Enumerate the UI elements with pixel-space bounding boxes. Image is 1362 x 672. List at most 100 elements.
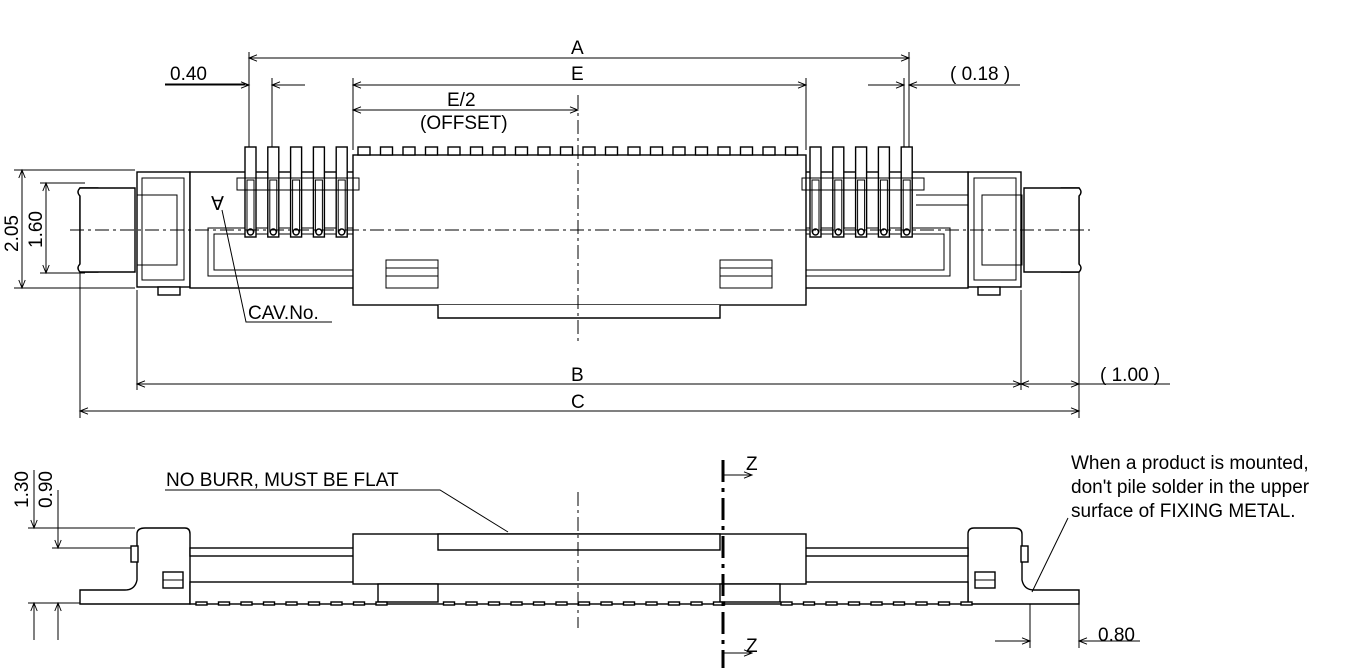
side-terminal-tick [645, 601, 658, 606]
actuator-tooth [649, 146, 664, 156]
left-fixing-metal [77, 171, 191, 296]
solder-note-line-1: When a product is mounted, [1071, 453, 1309, 474]
terminal-bar [801, 177, 925, 191]
dim-e-label: E [571, 64, 584, 85]
actuator [352, 146, 807, 319]
actuator-tooth [379, 146, 394, 156]
terminal [854, 146, 868, 238]
dimension-lines [18, 54, 1170, 415]
terminal [335, 146, 348, 238]
side-body [79, 527, 1080, 606]
terminal [267, 146, 280, 238]
side-terminal-tick [892, 601, 906, 606]
side-terminal-tick [352, 601, 366, 606]
actuator-tooth [694, 146, 709, 156]
actuator-tooth [357, 146, 371, 156]
actuator-tooth [739, 146, 754, 156]
height-outer-label: 2.05 [2, 215, 23, 252]
dim-b-label: B [571, 365, 584, 386]
section-top-label: Z [746, 454, 758, 475]
terminal [809, 146, 822, 238]
side-dimension-lines [30, 470, 1140, 645]
terminal-width-label: ( 0.18 ) [950, 64, 1010, 85]
side-terminal-tick [240, 601, 253, 606]
side-terminal-tick [532, 601, 546, 606]
side-terminal-tick [667, 601, 681, 606]
side-terminal-tick [262, 601, 276, 606]
solder-leader [1031, 517, 1069, 593]
side-terminal-tick [330, 601, 343, 606]
terminal-contact [857, 228, 865, 236]
height-inner-label: 1.60 [26, 211, 47, 248]
side-terminal-tick [555, 601, 568, 606]
side-terminal-tick [915, 601, 928, 606]
actuator-tooth [604, 146, 619, 156]
side-terminal-tick [487, 601, 501, 606]
side-terminal-tick [465, 601, 478, 606]
solder-note-line-2: don't pile solder in the upper [1071, 477, 1310, 498]
side-terminal-tick [307, 601, 321, 606]
cav-label: CAV.No. [248, 303, 319, 324]
actuator-tooth [469, 146, 484, 156]
side-terminal-tick [960, 601, 973, 606]
actuator-tooth [582, 146, 596, 156]
side-terminal-tick [847, 601, 861, 606]
dim-c-label: C [571, 392, 585, 413]
actuator-tooth [402, 146, 416, 156]
actuator-tooth [672, 146, 686, 156]
cav-leader [221, 209, 332, 323]
terminal [244, 146, 257, 238]
actuator-tooth [559, 146, 574, 156]
terminal [877, 146, 891, 238]
burr-note: NO BURR, MUST BE FLAT [166, 470, 399, 491]
terminal [900, 146, 913, 238]
terminal [312, 146, 326, 238]
offset-label: (OFFSET) [420, 113, 508, 134]
top-view: A E E/2 (OFFSET) 0.40 ( 0.18 ) 2.05 1.60… [2, 38, 1170, 418]
pitch-label: 0.40 [170, 64, 207, 85]
right-fixing-metal [967, 171, 1082, 296]
side-terminal-tick [870, 601, 883, 606]
actuator-tooth [514, 146, 529, 156]
side-terminal-tick [780, 601, 793, 606]
burr-leader [165, 489, 509, 533]
actuator-tooth [762, 146, 776, 156]
actuator-tooth [424, 146, 439, 156]
side-terminal-tick [195, 601, 208, 606]
actuator-tooth [447, 146, 461, 156]
actuator-tooth [784, 146, 799, 156]
side-terminal-tick [442, 601, 456, 606]
foot-dim-label: 0.80 [1098, 625, 1135, 646]
extension-lines [14, 52, 1080, 418]
side-terminal-tick [825, 601, 838, 606]
cav-mark: ∀ [211, 194, 224, 215]
actuator-tooth [627, 146, 641, 156]
side-terminal-tick [690, 601, 703, 606]
side-terminal-tick [375, 601, 388, 606]
terminal-bar [236, 177, 360, 191]
height-body-label: 0.90 [36, 471, 57, 508]
solder-note-line-3: surface of FIXING METAL. [1071, 501, 1296, 522]
terminal [289, 146, 303, 238]
actuator-tooth [492, 146, 506, 156]
side-view: 1.30 0.90 NO BURR, MUST BE FLAT Z Z When… [12, 453, 1310, 668]
side-terminal-tick [217, 601, 231, 606]
dim-e-half-label: E/2 [447, 90, 476, 111]
side-terminal-tick [510, 601, 523, 606]
terminal [832, 146, 845, 238]
section-bottom-label: Z [746, 636, 758, 657]
actuator-tooth [537, 146, 551, 156]
side-terminal-tick [622, 601, 636, 606]
side-terminal-tick [937, 601, 951, 606]
overhang-label: ( 1.00 ) [1100, 365, 1160, 386]
side-terminal-tick [577, 601, 591, 606]
terminals-left [236, 146, 360, 238]
side-terminal-tick [802, 601, 816, 606]
dim-a-label: A [571, 38, 584, 59]
actuator-tooth [717, 146, 731, 156]
terminals-right [801, 146, 925, 238]
side-terminal-tick [600, 601, 613, 606]
side-terminal-tick [285, 601, 298, 606]
height-total-label: 1.30 [12, 471, 33, 508]
